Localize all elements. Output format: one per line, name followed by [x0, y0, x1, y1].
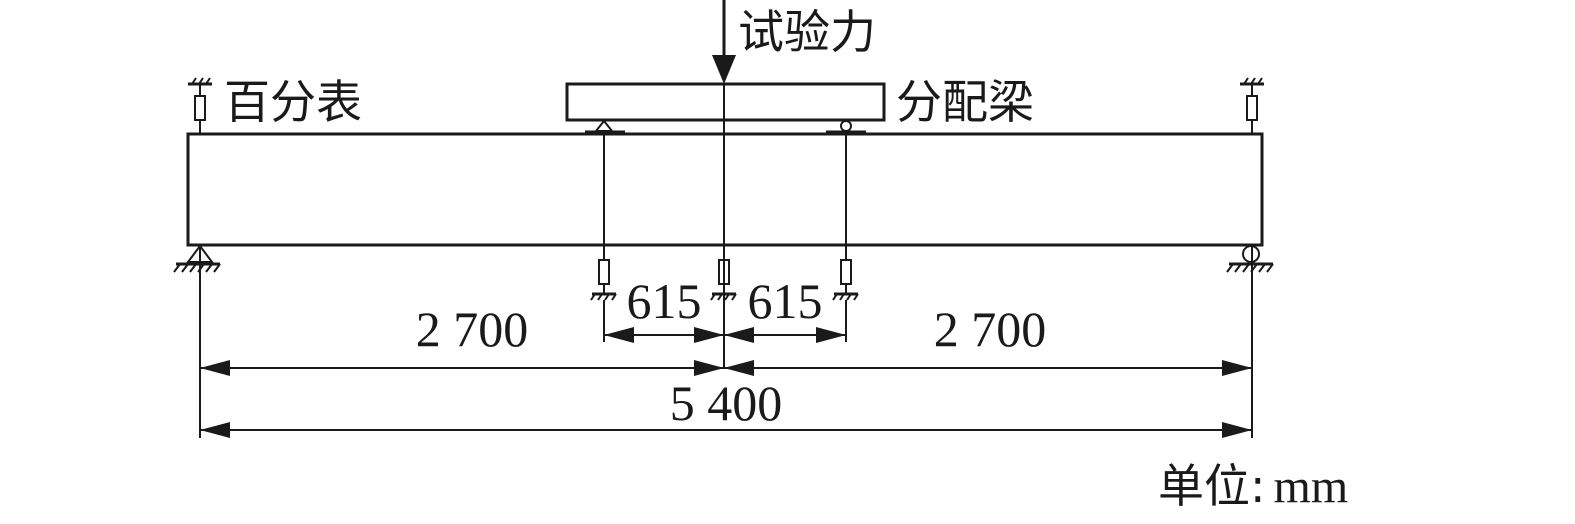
dim-label-2700-right: 2 700 — [934, 301, 1047, 357]
dim-label-615-left: 615 — [627, 273, 702, 329]
dial-gauge-label: 百分表 — [224, 75, 362, 129]
dim-line-5400 — [200, 422, 1252, 438]
dim-label-5400: 5 400 — [670, 375, 783, 431]
distribution-beam-label: 分配梁 — [896, 75, 1034, 129]
test-force-arrow — [712, 0, 736, 84]
dim-line-615 — [604, 327, 846, 343]
test-force-label: 试验力 — [738, 5, 876, 59]
unit-label: 单位:mm — [1158, 459, 1348, 513]
dial-gauge-bottom-left — [590, 259, 617, 301]
distribution-beam — [565, 82, 886, 122]
dial-gauge-top-left — [188, 77, 212, 134]
load-point-right — [826, 120, 866, 134]
right-roller-support — [1226, 245, 1274, 273]
dial-gauge-top-right — [1240, 77, 1264, 134]
dim-label-2700-left: 2 700 — [416, 301, 529, 357]
dial-gauge-bottom-right — [832, 259, 859, 301]
left-pin-support — [173, 244, 221, 273]
load-point-left — [585, 119, 625, 134]
unit-prefix: 单位: — [1158, 459, 1266, 513]
dim-label-615-right: 615 — [748, 273, 823, 329]
unit-value: mm — [1274, 460, 1349, 513]
dim-line-2700 — [200, 360, 1252, 376]
